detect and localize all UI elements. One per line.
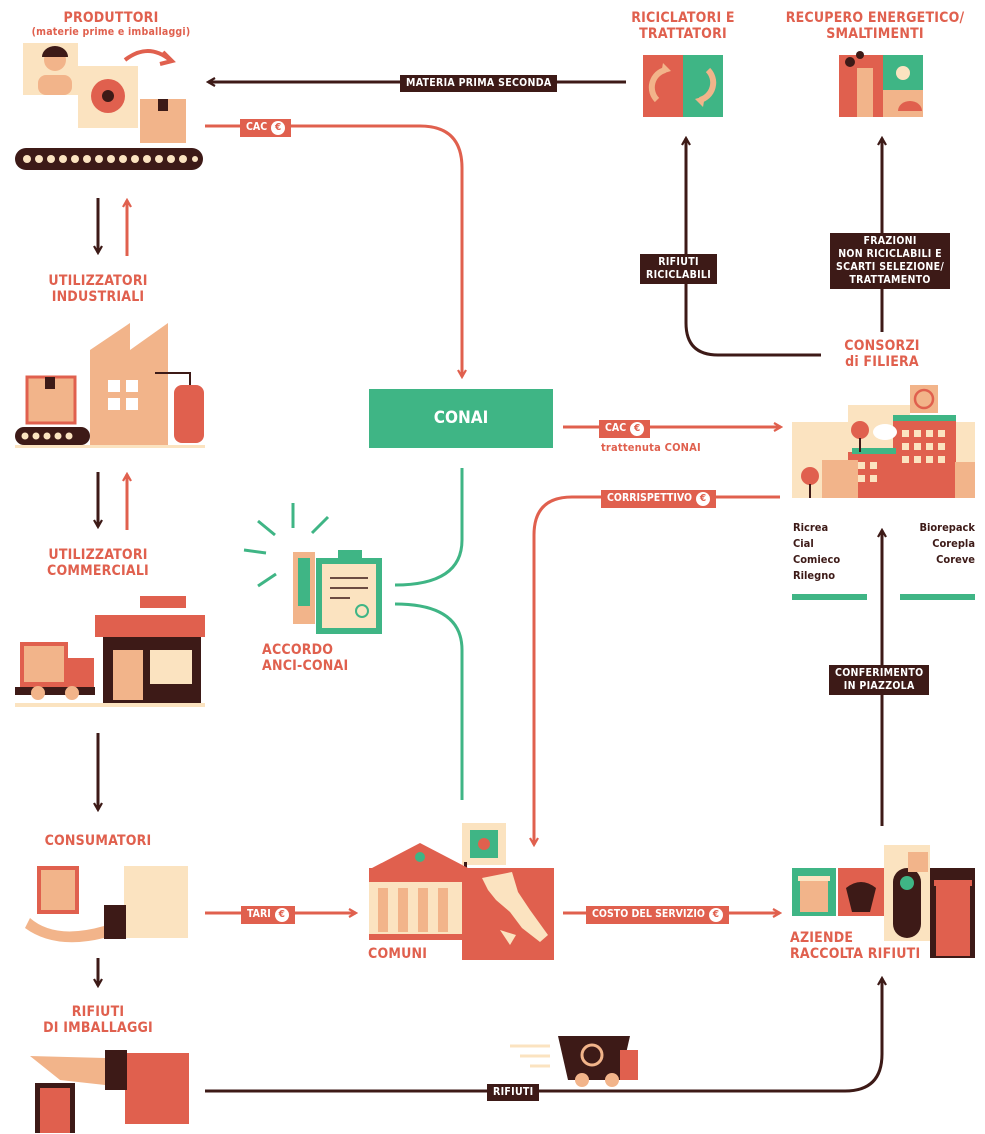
tag-cac: CAC€ bbox=[240, 119, 292, 137]
consorzio-item: Biorepack bbox=[919, 521, 975, 534]
rifiuti-imballaggi-illustration bbox=[30, 1050, 189, 1133]
rifiuti-imballaggi-title: RIFIUTI DI IMBALLAGGI bbox=[43, 1004, 153, 1036]
tag-rifiuti: RIFIUTI bbox=[487, 1084, 540, 1101]
arrow-rifiuti-riciclabili bbox=[686, 138, 821, 357]
consorzi-list-left: Ricrea Cial Comieco Rilegno bbox=[793, 520, 840, 584]
riciclatori-title: RICICLATORI E TRATTATORI bbox=[631, 10, 735, 42]
produttori-illustration bbox=[15, 43, 203, 170]
consorzio-item: Cial bbox=[793, 537, 814, 550]
recupero-illustration bbox=[839, 51, 923, 117]
consorzi-title: CONSORZI di FILIERA bbox=[844, 338, 920, 370]
tag-costo-servizio: COSTO DEL SERVIZIO€ bbox=[586, 906, 729, 924]
truck-illustration bbox=[510, 1036, 638, 1087]
conai-box: CONAI bbox=[369, 389, 553, 448]
consorzi-list-right: Biorepack Corepla Coreve bbox=[919, 520, 975, 568]
tag-cac2-text: CAC bbox=[605, 422, 627, 434]
tag-cac-trattenuta: CAC€ bbox=[599, 420, 651, 438]
arrow-corrispettivo bbox=[534, 495, 780, 845]
consorzio-item: Corepla bbox=[932, 537, 975, 550]
commerciali-illustration bbox=[15, 596, 205, 707]
line-accordo-comuni bbox=[394, 602, 464, 800]
industriali-illustration bbox=[15, 323, 205, 448]
tag-corrispettivo-text: CORRISPETTIVO bbox=[607, 492, 692, 504]
accordo-illustration bbox=[243, 503, 382, 634]
euro-icon: € bbox=[630, 422, 645, 436]
recupero-title: RECUPERO ENERGETICO/ SMALTIMENTI bbox=[785, 10, 965, 42]
euro-icon: € bbox=[696, 492, 710, 506]
accordo-title: ACCORDO ANCI-CONAI bbox=[262, 642, 349, 674]
line-conai-accordo bbox=[394, 468, 464, 587]
comuni-illustration bbox=[369, 823, 554, 960]
tag-conferimento: CONFERIMENTO IN PIAZZOLA bbox=[829, 665, 930, 695]
riciclatori-illustration bbox=[643, 55, 723, 117]
consorzio-item: Ricrea bbox=[793, 521, 829, 534]
tag-rifiuti-riciclabili: RIFIUTI RICICLABILI bbox=[640, 254, 718, 284]
commerciali-title: UTILIZZATORI COMMERCIALI bbox=[47, 547, 149, 579]
trattenuta-label: trattenuta CONAI bbox=[601, 441, 701, 454]
consorzio-item: Comieco bbox=[793, 553, 841, 566]
consorzi-illustration bbox=[792, 385, 975, 600]
consorzio-item: Rilegno bbox=[793, 569, 836, 582]
euro-icon: € bbox=[708, 908, 723, 922]
tag-tari: TARI€ bbox=[241, 906, 295, 924]
tag-materia-prima-seconda: MATERIA PRIMA SECONDA bbox=[400, 75, 558, 92]
tag-costo-text: COSTO DEL SERVIZIO bbox=[592, 908, 705, 920]
consorzio-item: Coreve bbox=[936, 553, 975, 566]
euro-icon: € bbox=[274, 908, 289, 922]
comuni-title: COMUNI bbox=[368, 946, 428, 962]
consumatori-title: CONSUMATORI bbox=[44, 833, 152, 849]
tag-cac-text: CAC bbox=[246, 121, 268, 133]
tag-tari-text: TARI bbox=[247, 908, 271, 920]
arrow-cac-to-conai bbox=[205, 124, 462, 377]
tag-corrispettivo: CORRISPETTIVO € bbox=[601, 490, 716, 508]
produttori-subtitle: (materie prime e imballaggi) bbox=[31, 26, 191, 38]
arrow-rifiuti bbox=[205, 978, 882, 1093]
aziende-illustration bbox=[792, 845, 975, 958]
tag-frazioni: FRAZIONI NON RICICLABILI E SCARTI SELEZI… bbox=[830, 233, 951, 289]
consumatori-illustration bbox=[25, 866, 188, 943]
industriali-title: UTILIZZATORI INDUSTRIALI bbox=[48, 273, 148, 305]
aziende-title: AZIENDE RACCOLTA RIFIUTI bbox=[790, 930, 921, 962]
produttori-title: PRODUTTORI bbox=[63, 10, 159, 26]
euro-icon: € bbox=[271, 121, 286, 135]
